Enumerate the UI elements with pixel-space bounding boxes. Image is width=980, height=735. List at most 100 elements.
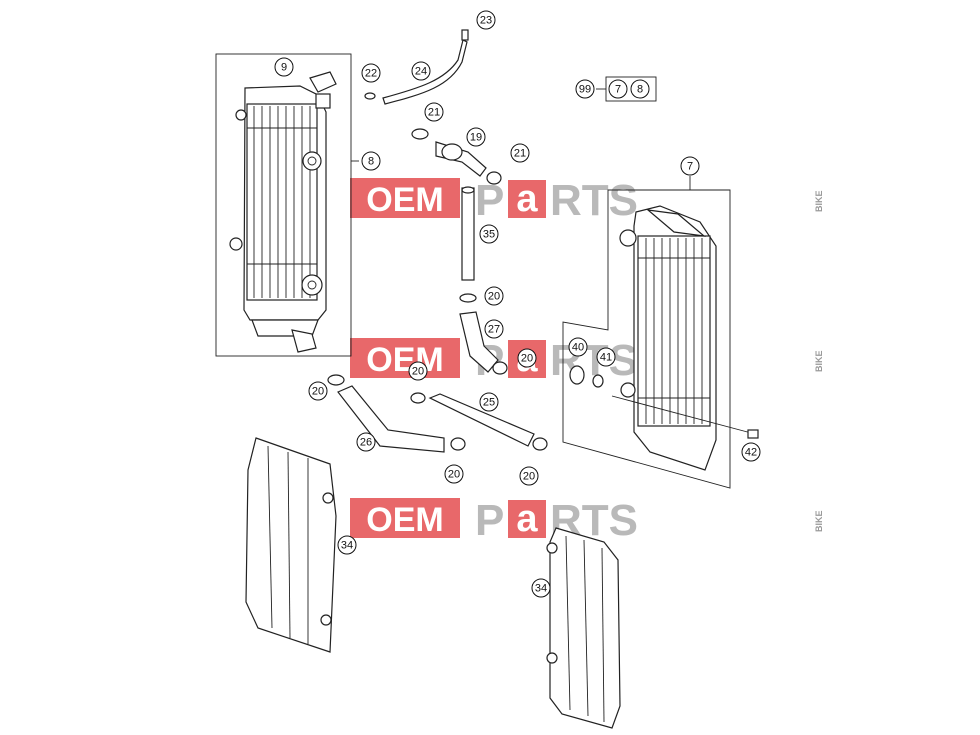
clamp-20d bbox=[410, 392, 426, 404]
callout-circle bbox=[596, 347, 616, 367]
clamp-22 bbox=[364, 92, 376, 100]
callout-circle bbox=[444, 464, 464, 484]
callout-circle bbox=[519, 466, 539, 486]
clamp-20f bbox=[532, 437, 548, 451]
watermark-bike-text: BIKE bbox=[814, 190, 824, 212]
callout-circle bbox=[408, 361, 428, 381]
washer-part bbox=[592, 374, 604, 388]
callout-label: 25 bbox=[483, 397, 495, 409]
clamp-20b bbox=[492, 361, 508, 375]
watermark-a-box bbox=[508, 180, 546, 218]
hose-27 bbox=[459, 311, 499, 373]
nipple-23 bbox=[461, 29, 469, 41]
watermark-oem-text: OEM bbox=[366, 181, 443, 219]
callout-circle bbox=[361, 63, 381, 83]
thermostat-19 bbox=[435, 141, 487, 177]
right-radiator-group bbox=[562, 176, 759, 489]
watermark-p-text: P bbox=[475, 496, 504, 545]
callout-label: 34 bbox=[341, 540, 353, 552]
callout-34: 34 bbox=[531, 578, 551, 598]
watermark-a-text: a bbox=[516, 178, 538, 220]
callout-label: 35 bbox=[483, 229, 495, 241]
callout-20: 20 bbox=[408, 361, 428, 381]
callout-circle bbox=[741, 442, 761, 462]
callout-label: 21 bbox=[428, 107, 440, 119]
callout-label: 21 bbox=[514, 148, 526, 160]
watermark-oem-box bbox=[350, 338, 460, 378]
callout-label: 20 bbox=[412, 366, 424, 378]
callout-7: 7 bbox=[608, 79, 628, 99]
callout-22: 22 bbox=[361, 63, 381, 83]
callout-label: 20 bbox=[312, 386, 324, 398]
callout-27: 27 bbox=[484, 319, 504, 339]
callout-circle bbox=[411, 61, 431, 81]
watermark-bike-text: BIKE bbox=[814, 350, 824, 372]
watermark-a-text: a bbox=[516, 498, 538, 540]
callout-label: 20 bbox=[488, 291, 500, 303]
callout-label: 24 bbox=[415, 66, 427, 78]
grommet-part bbox=[569, 365, 585, 385]
callout-label: 9 bbox=[281, 62, 287, 74]
watermark-rts-text: RTS bbox=[550, 176, 638, 225]
callout-label: 8 bbox=[637, 84, 643, 96]
clamp-21b bbox=[486, 171, 502, 185]
callout-41: 41 bbox=[596, 347, 616, 367]
leader-line bbox=[611, 395, 756, 435]
callout-24: 24 bbox=[411, 61, 431, 81]
callout-35: 35 bbox=[479, 224, 499, 244]
callout-circle bbox=[361, 151, 381, 171]
callout-circle bbox=[479, 224, 499, 244]
clamp-20e bbox=[450, 437, 466, 451]
callout-label: 40 bbox=[572, 342, 584, 354]
watermark-oem-text: OEM bbox=[366, 501, 443, 539]
callout-circle bbox=[630, 79, 650, 99]
right-radiator-frame bbox=[562, 189, 731, 489]
callout-circle bbox=[424, 102, 444, 122]
watermark-p-text: P bbox=[475, 176, 504, 225]
callout-9: 9 bbox=[274, 57, 294, 77]
callout-label: 7 bbox=[687, 161, 693, 173]
callout-circle bbox=[680, 156, 700, 176]
watermark: OEM BIKE P a RTS bbox=[350, 336, 824, 385]
watermark-oem-box bbox=[350, 178, 460, 218]
callout-circle bbox=[484, 319, 504, 339]
callout-label: 34 bbox=[535, 583, 547, 595]
callout-circle bbox=[476, 10, 496, 30]
callout-20: 20 bbox=[444, 464, 464, 484]
callout-7: 7 bbox=[680, 156, 700, 176]
callout-circle bbox=[517, 348, 537, 368]
callout-40: 40 bbox=[568, 337, 588, 357]
callout-label: 99 bbox=[579, 84, 591, 96]
callout-20: 20 bbox=[308, 381, 328, 401]
callout-21: 21 bbox=[510, 143, 530, 163]
callout-34: 34 bbox=[337, 535, 357, 555]
hose-25 bbox=[428, 393, 535, 447]
callout-42: 42 bbox=[741, 442, 761, 462]
callout-label: 23 bbox=[480, 15, 492, 27]
callout-label: 20 bbox=[523, 471, 535, 483]
callout-circle bbox=[356, 432, 376, 452]
callout-26: 26 bbox=[356, 432, 376, 452]
callout-8: 8 bbox=[630, 79, 650, 99]
callout-label: 22 bbox=[365, 68, 377, 80]
callout-label: 20 bbox=[448, 469, 460, 481]
callout-circle bbox=[337, 535, 357, 555]
callout-circle bbox=[568, 337, 588, 357]
right-radiator bbox=[619, 205, 717, 471]
hose-26 bbox=[337, 385, 445, 453]
callout-label: 42 bbox=[745, 447, 757, 459]
callout-19: 19 bbox=[466, 127, 486, 147]
hose-24 bbox=[382, 39, 468, 105]
callout-circle bbox=[308, 381, 328, 401]
pipe-35 bbox=[461, 186, 475, 281]
callout-99: 99 bbox=[575, 79, 595, 99]
callout-23: 23 bbox=[476, 10, 496, 30]
callout-circle bbox=[575, 79, 595, 99]
callout-circle bbox=[608, 79, 628, 99]
watermark-oem-box bbox=[350, 498, 460, 538]
callout-label: 27 bbox=[488, 324, 500, 336]
watermark-a-box bbox=[508, 500, 546, 538]
left-radiator bbox=[229, 71, 337, 353]
clamp-20a bbox=[459, 293, 477, 303]
